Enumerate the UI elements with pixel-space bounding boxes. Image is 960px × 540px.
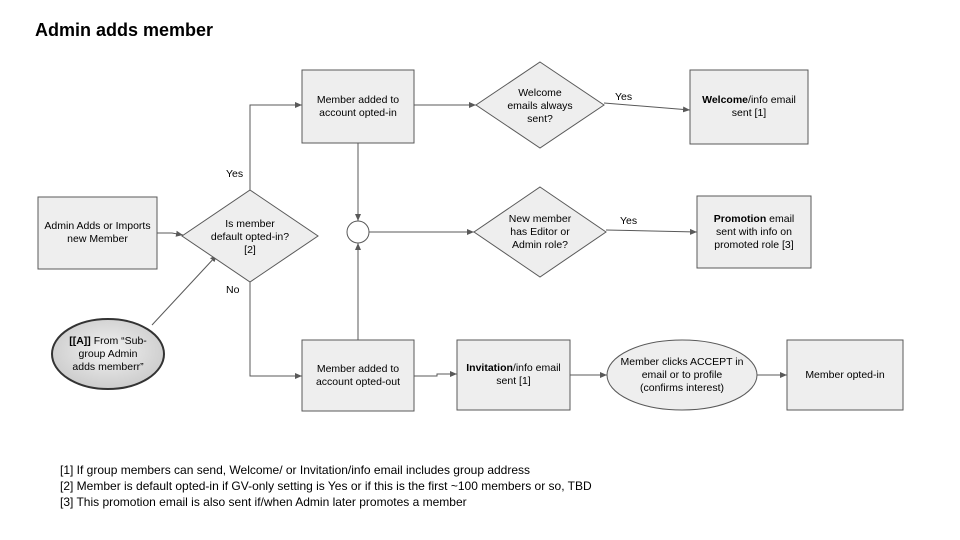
- footnotes: [1] If group members can send, Welcome/ …: [60, 462, 592, 510]
- welcome-email-bold: Welcome: [702, 94, 749, 106]
- edge-role-yes-to-promotion: [605, 228, 698, 235]
- welcome-decision-label: Welcome emails always sent?: [507, 86, 573, 125]
- default-optin-decision: [181, 189, 319, 283]
- source-a-tag: [[A]]: [69, 334, 91, 347]
- edge-added-out-to-invitation: [414, 371, 457, 377]
- default-optin-decision-label: Is member default opted-in? [2]: [210, 217, 290, 256]
- promotion-email-label: Promotion email sent with info on promot…: [703, 196, 805, 268]
- added-out-box: [301, 339, 415, 412]
- edge-label-yes-role: Yes: [620, 215, 638, 227]
- source-a-ellipse: [51, 318, 165, 390]
- opted-in-box: [786, 339, 904, 411]
- junction-circle: [346, 220, 370, 244]
- promotion-email-text: email sent with info on promoted role [3…: [714, 212, 795, 251]
- promotion-email-bold: Promotion: [713, 212, 767, 225]
- invitation-email-text: /info email sent [1]: [496, 362, 561, 387]
- edge-decision-no-to-added-out: [249, 282, 302, 379]
- edge-start-to-decision: [157, 230, 184, 237]
- footnote-1: [1] If group members can send, Welcome/ …: [60, 463, 531, 477]
- edge-welcome-yes-to-welcome-email: [603, 102, 691, 113]
- opted-in-label: Member opted-in: [805, 368, 885, 381]
- invitation-email-label: Invitation/info email sent [1]: [462, 340, 565, 410]
- invitation-email-bold: Invitation: [466, 362, 513, 374]
- member-clicks-label: Member clicks ACCEPT in email or to prof…: [620, 355, 744, 394]
- promotion-email-box: [696, 195, 812, 269]
- edge-source-to-decision: [151, 254, 218, 326]
- edge-label-yes-default: Yes: [226, 168, 244, 180]
- source-a-label: [[A]] From “Sub-group Admin adds memberr…: [68, 326, 148, 382]
- welcome-email-box: [689, 69, 809, 145]
- welcome-email-text: /info email sent [1]: [731, 94, 796, 119]
- start-box: [37, 196, 158, 270]
- footnote-2: [2] Member is default opted-in if GV-onl…: [60, 479, 592, 493]
- added-in-label: Member added to account opted-in: [316, 93, 400, 119]
- role-decision-label: New member has Editor or Admin role?: [508, 212, 572, 251]
- source-a-text: From “Sub-group Admin adds memberr”: [72, 334, 147, 373]
- footnote-3: [3] This promotion email is also sent if…: [60, 495, 467, 509]
- member-clicks-ellipse: [606, 339, 758, 411]
- page-title: Admin adds member: [35, 20, 214, 40]
- start-box-label: Admin Adds or Imports new Member: [44, 220, 151, 245]
- welcome-email-label: Welcome/info email sent [1]: [696, 70, 802, 144]
- role-decision: [473, 186, 607, 278]
- edge-label-yes-welcome: Yes: [615, 91, 633, 103]
- invitation-email-box: [456, 339, 571, 411]
- added-in-box: [301, 69, 415, 144]
- edge-decision-yes-to-added-in: [249, 102, 302, 190]
- edge-label-no-default: No: [226, 284, 240, 296]
- welcome-decision: [475, 61, 605, 149]
- added-out-label: Member added to account opted-out: [315, 362, 401, 388]
